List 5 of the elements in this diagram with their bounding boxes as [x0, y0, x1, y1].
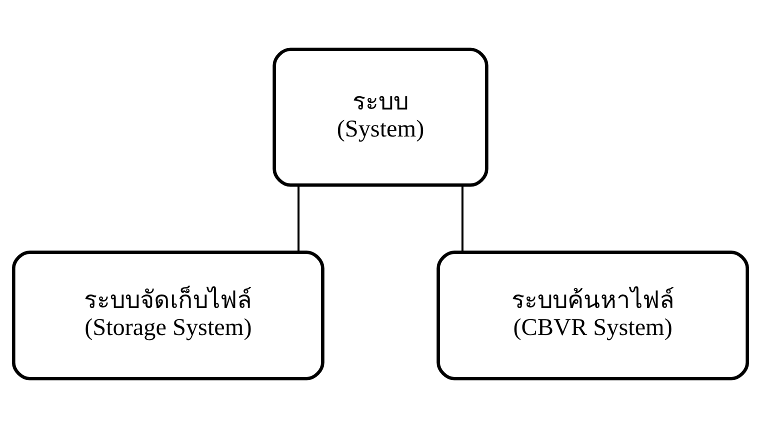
- connector: [298, 185, 300, 252]
- node-box: ระบบ (System): [272, 48, 488, 187]
- connector: [461, 185, 464, 252]
- node-box: ระบบค้นหาไฟล์ (CBVR System): [436, 250, 750, 380]
- node-box: ระบบจัดเก็บไฟล์ (Storage System): [12, 250, 324, 380]
